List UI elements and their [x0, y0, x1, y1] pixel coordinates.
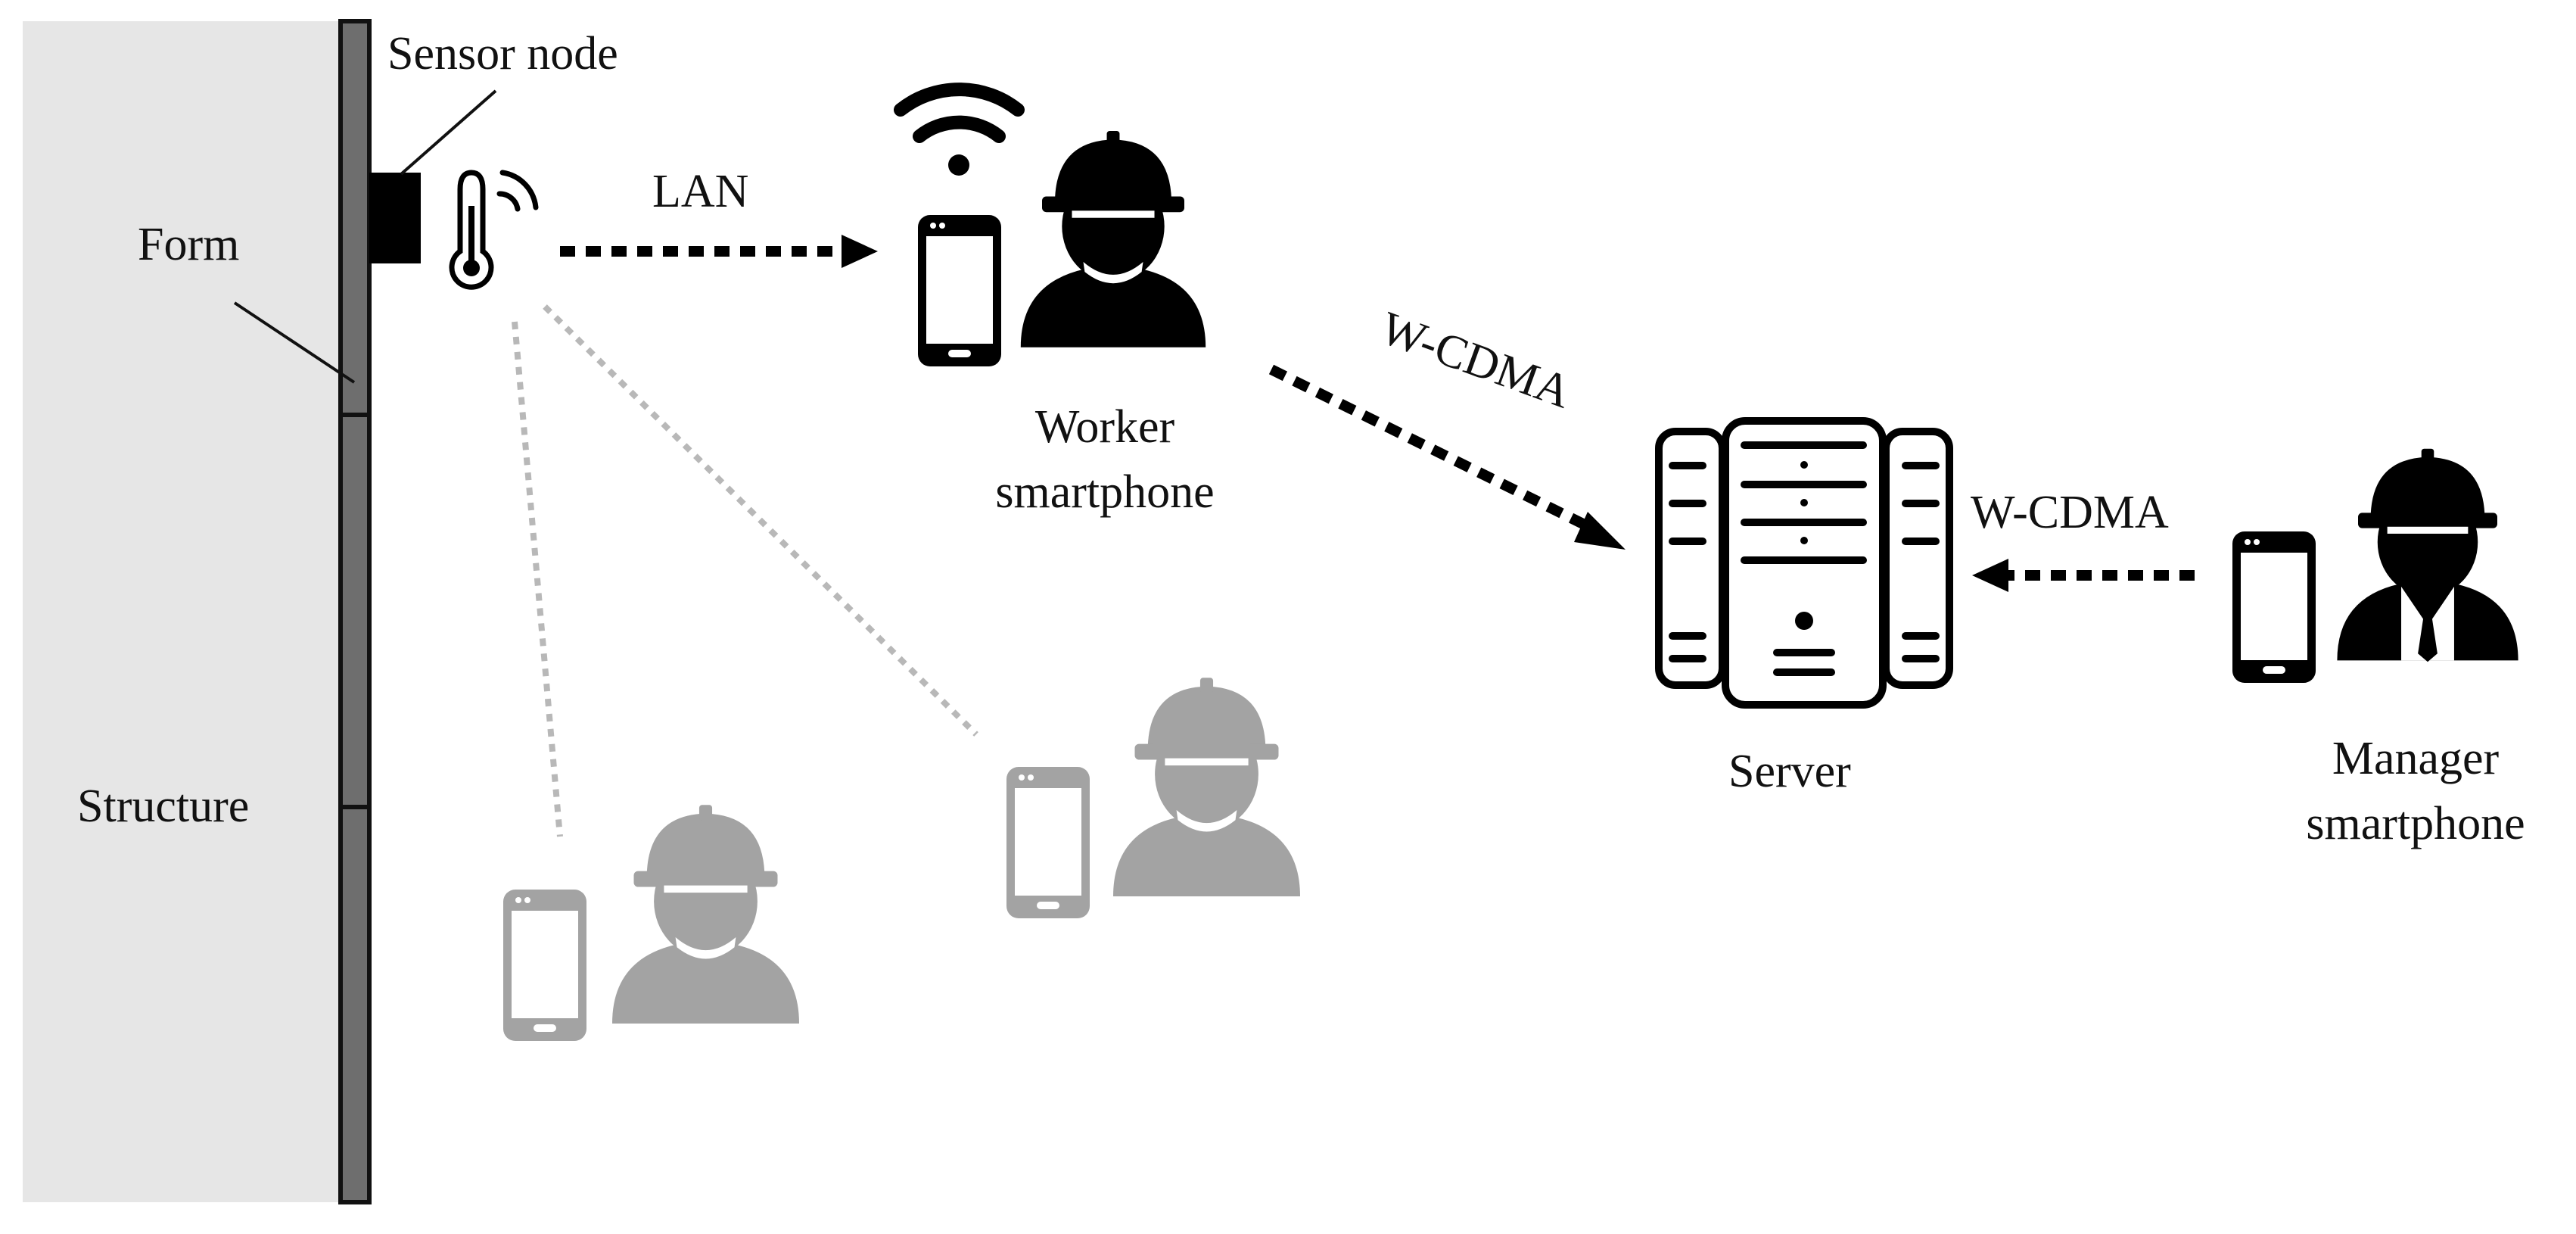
worker-smartphone-label: Worker smartphone — [954, 395, 1256, 525]
inactive-phone-icon-1 — [503, 890, 586, 1041]
manager-helmet-icon — [2337, 448, 2518, 662]
form-bar — [338, 19, 372, 1204]
sensor-node-box — [369, 173, 421, 263]
form-leader — [233, 301, 356, 384]
manager-smartphone-label: Manager smartphone — [2264, 727, 2567, 856]
structure-label: Structure — [77, 781, 250, 832]
worker-label-line2: smartphone — [995, 466, 1215, 518]
server-label: Server — [1728, 746, 1851, 797]
wcdma-manager-arrow — [1972, 559, 2195, 592]
worker-label-line1: Worker — [1034, 401, 1175, 453]
thermometer-icon — [449, 170, 494, 290]
lan-arrow — [560, 235, 878, 268]
server-icon — [1655, 417, 1953, 709]
form-label: Form — [138, 219, 240, 270]
worker-phone-icon — [918, 215, 1001, 366]
manager-label-line2: smartphone — [2306, 797, 2525, 849]
dotted-line-inactive-2 — [543, 304, 978, 737]
sensor-node-leader — [400, 89, 497, 176]
inactive-phone-icon-2 — [1006, 767, 1090, 918]
lan-label: LAN — [652, 166, 749, 217]
wcdma-worker-arrow — [1268, 364, 1626, 550]
manager-label-line1: Manager — [2332, 733, 2500, 784]
signal-waves-icon — [496, 170, 539, 212]
sensor-node-label: Sensor node — [387, 28, 618, 79]
dotted-line-inactive-1 — [512, 321, 563, 837]
structure-wall — [23, 21, 341, 1202]
wcdma-manager-label: W-CDMA — [1971, 487, 2169, 538]
inactive-worker-icon-2 — [1113, 678, 1300, 896]
worker-helmet-icon — [1020, 131, 1206, 347]
wifi-icon — [894, 83, 1025, 176]
manager-phone-icon — [2232, 531, 2316, 683]
inactive-worker-icon-1 — [612, 805, 799, 1024]
